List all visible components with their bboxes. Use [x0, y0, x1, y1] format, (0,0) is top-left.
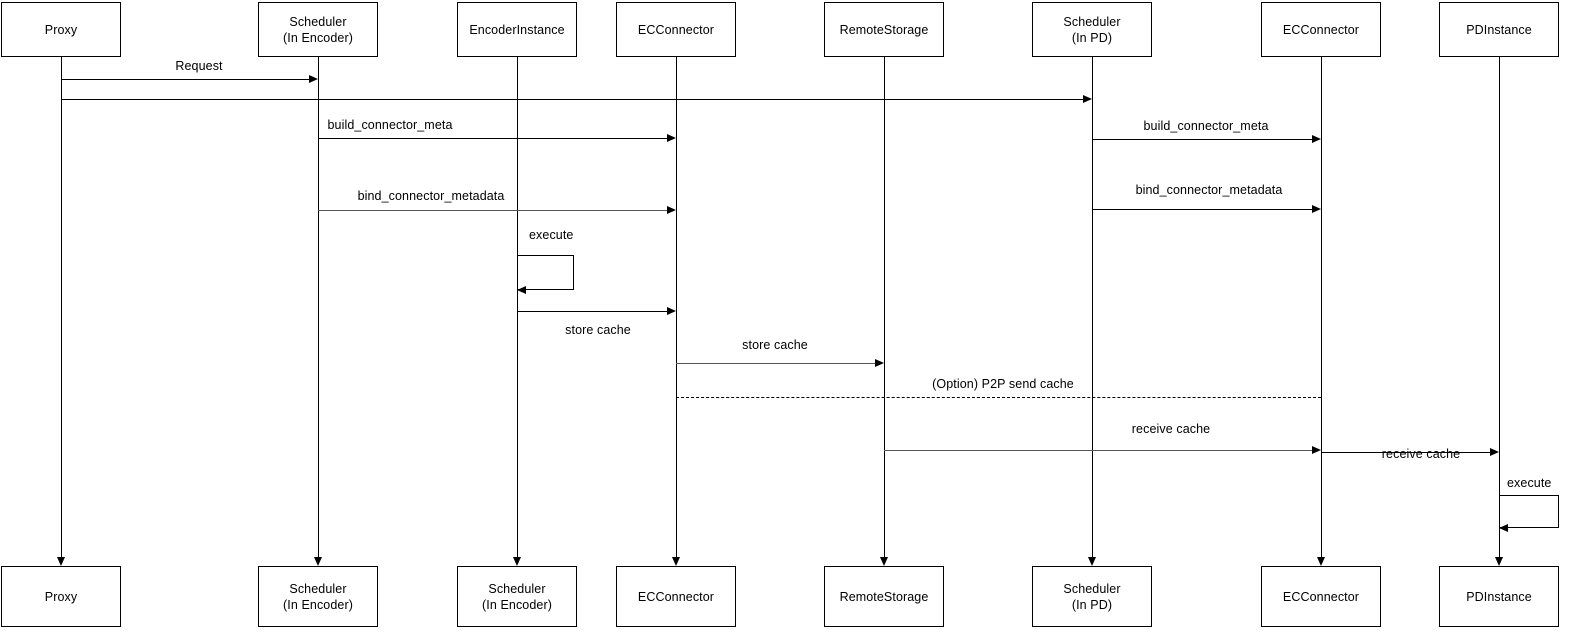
message-line-m8 — [676, 363, 876, 364]
message-line-m1 — [61, 79, 310, 80]
message-arrowhead-m7 — [667, 307, 676, 315]
lifeline-proxy — [61, 57, 62, 557]
lifeline-pd_inst — [1499, 57, 1500, 557]
actor-box-bottom-ecconn_left[interactable]: ECConnector — [616, 566, 736, 627]
actor-box-bottom-ecconn_right[interactable]: ECConnector — [1261, 566, 1381, 627]
actor-box-bottom-pd_inst[interactable]: PDInstance — [1439, 566, 1559, 627]
actor-box-top-ecconn_right[interactable]: ECConnector — [1261, 2, 1381, 57]
message-label-m10: receive cache — [1131, 422, 1211, 436]
message-label-m6: bind_connector_metadata — [1135, 183, 1283, 197]
actor-box-top-sched_encoder[interactable]: Scheduler (In Encoder) — [258, 2, 378, 57]
lifeline-end-arrow-pd_inst — [1495, 557, 1503, 566]
actor-box-top-pd_inst[interactable]: PDInstance — [1439, 2, 1559, 57]
message-label-m9: (Option) P2P send cache — [932, 377, 1074, 391]
self-message-label-s2: execute — [1507, 476, 1552, 490]
lifeline-ecconn_left — [676, 57, 677, 557]
message-arrowhead-m5 — [667, 206, 676, 214]
message-line-m10 — [884, 450, 1313, 451]
message-label-m7: store cache — [565, 323, 631, 337]
actor-box-top-remote_storage[interactable]: RemoteStorage — [824, 2, 944, 57]
actor-box-bottom-remote_storage[interactable]: RemoteStorage — [824, 566, 944, 627]
actor-box-top-encoder_inst[interactable]: EncoderInstance — [457, 2, 577, 57]
message-label-m8: store cache — [742, 338, 808, 352]
lifeline-ecconn_right — [1321, 57, 1322, 557]
lifeline-remote_storage — [884, 57, 885, 557]
actor-box-bottom-sched_pd[interactable]: Scheduler (In PD) — [1032, 566, 1152, 627]
lifeline-encoder_inst — [517, 57, 518, 557]
message-arrowhead-m3 — [667, 134, 676, 142]
message-arrowhead-m11 — [1490, 448, 1499, 456]
self-message-arrowhead-s2 — [1499, 523, 1508, 532]
self-message-loop-s2 — [1499, 495, 1559, 528]
message-arrowhead-m6 — [1312, 205, 1321, 213]
message-line-m2 — [61, 99, 1084, 100]
message-label-m11: receive cache — [1381, 447, 1461, 461]
message-label-m5: bind_connector_metadata — [357, 189, 505, 203]
message-arrowhead-m1 — [309, 75, 318, 83]
message-line-m11 — [1321, 452, 1491, 453]
message-line-m5 — [318, 210, 668, 211]
actor-box-top-sched_pd[interactable]: Scheduler (In PD) — [1032, 2, 1152, 57]
message-arrowhead-m4 — [1312, 135, 1321, 143]
self-message-label-s1: execute — [529, 228, 574, 242]
actor-box-top-proxy[interactable]: Proxy — [1, 2, 121, 57]
lifeline-end-arrow-proxy — [57, 557, 65, 566]
lifeline-end-arrow-remote_storage — [880, 557, 888, 566]
self-message-arrowhead-s1 — [517, 285, 526, 294]
message-line-m9 — [676, 397, 1321, 398]
actor-box-bottom-sched_encoder[interactable]: Scheduler (In Encoder) — [258, 566, 378, 627]
message-arrowhead-m2 — [1083, 95, 1092, 103]
message-label-m3: build_connector_meta — [327, 118, 453, 132]
message-label-m4: build_connector_meta — [1143, 119, 1269, 133]
lifeline-sched_pd — [1092, 57, 1093, 557]
lifeline-end-arrow-sched_pd — [1088, 557, 1096, 566]
actor-box-bottom-proxy[interactable]: Proxy — [1, 566, 121, 627]
message-arrowhead-m8 — [875, 359, 884, 367]
lifeline-sched_encoder — [318, 57, 319, 557]
actor-box-top-ecconn_left[interactable]: ECConnector — [616, 2, 736, 57]
lifeline-end-arrow-ecconn_left — [672, 557, 680, 566]
message-line-m7 — [517, 311, 668, 312]
message-line-m3 — [318, 138, 668, 139]
message-line-m6 — [1092, 209, 1313, 210]
message-line-m4 — [1092, 139, 1313, 140]
message-arrowhead-m10 — [1312, 446, 1321, 454]
lifeline-end-arrow-sched_encoder — [314, 557, 322, 566]
self-message-loop-s1 — [517, 255, 574, 290]
lifeline-end-arrow-ecconn_right — [1317, 557, 1325, 566]
message-label-m1: Request — [175, 59, 223, 73]
actor-box-bottom-encoder_inst[interactable]: Scheduler (In Encoder) — [457, 566, 577, 627]
lifeline-end-arrow-encoder_inst — [513, 557, 521, 566]
